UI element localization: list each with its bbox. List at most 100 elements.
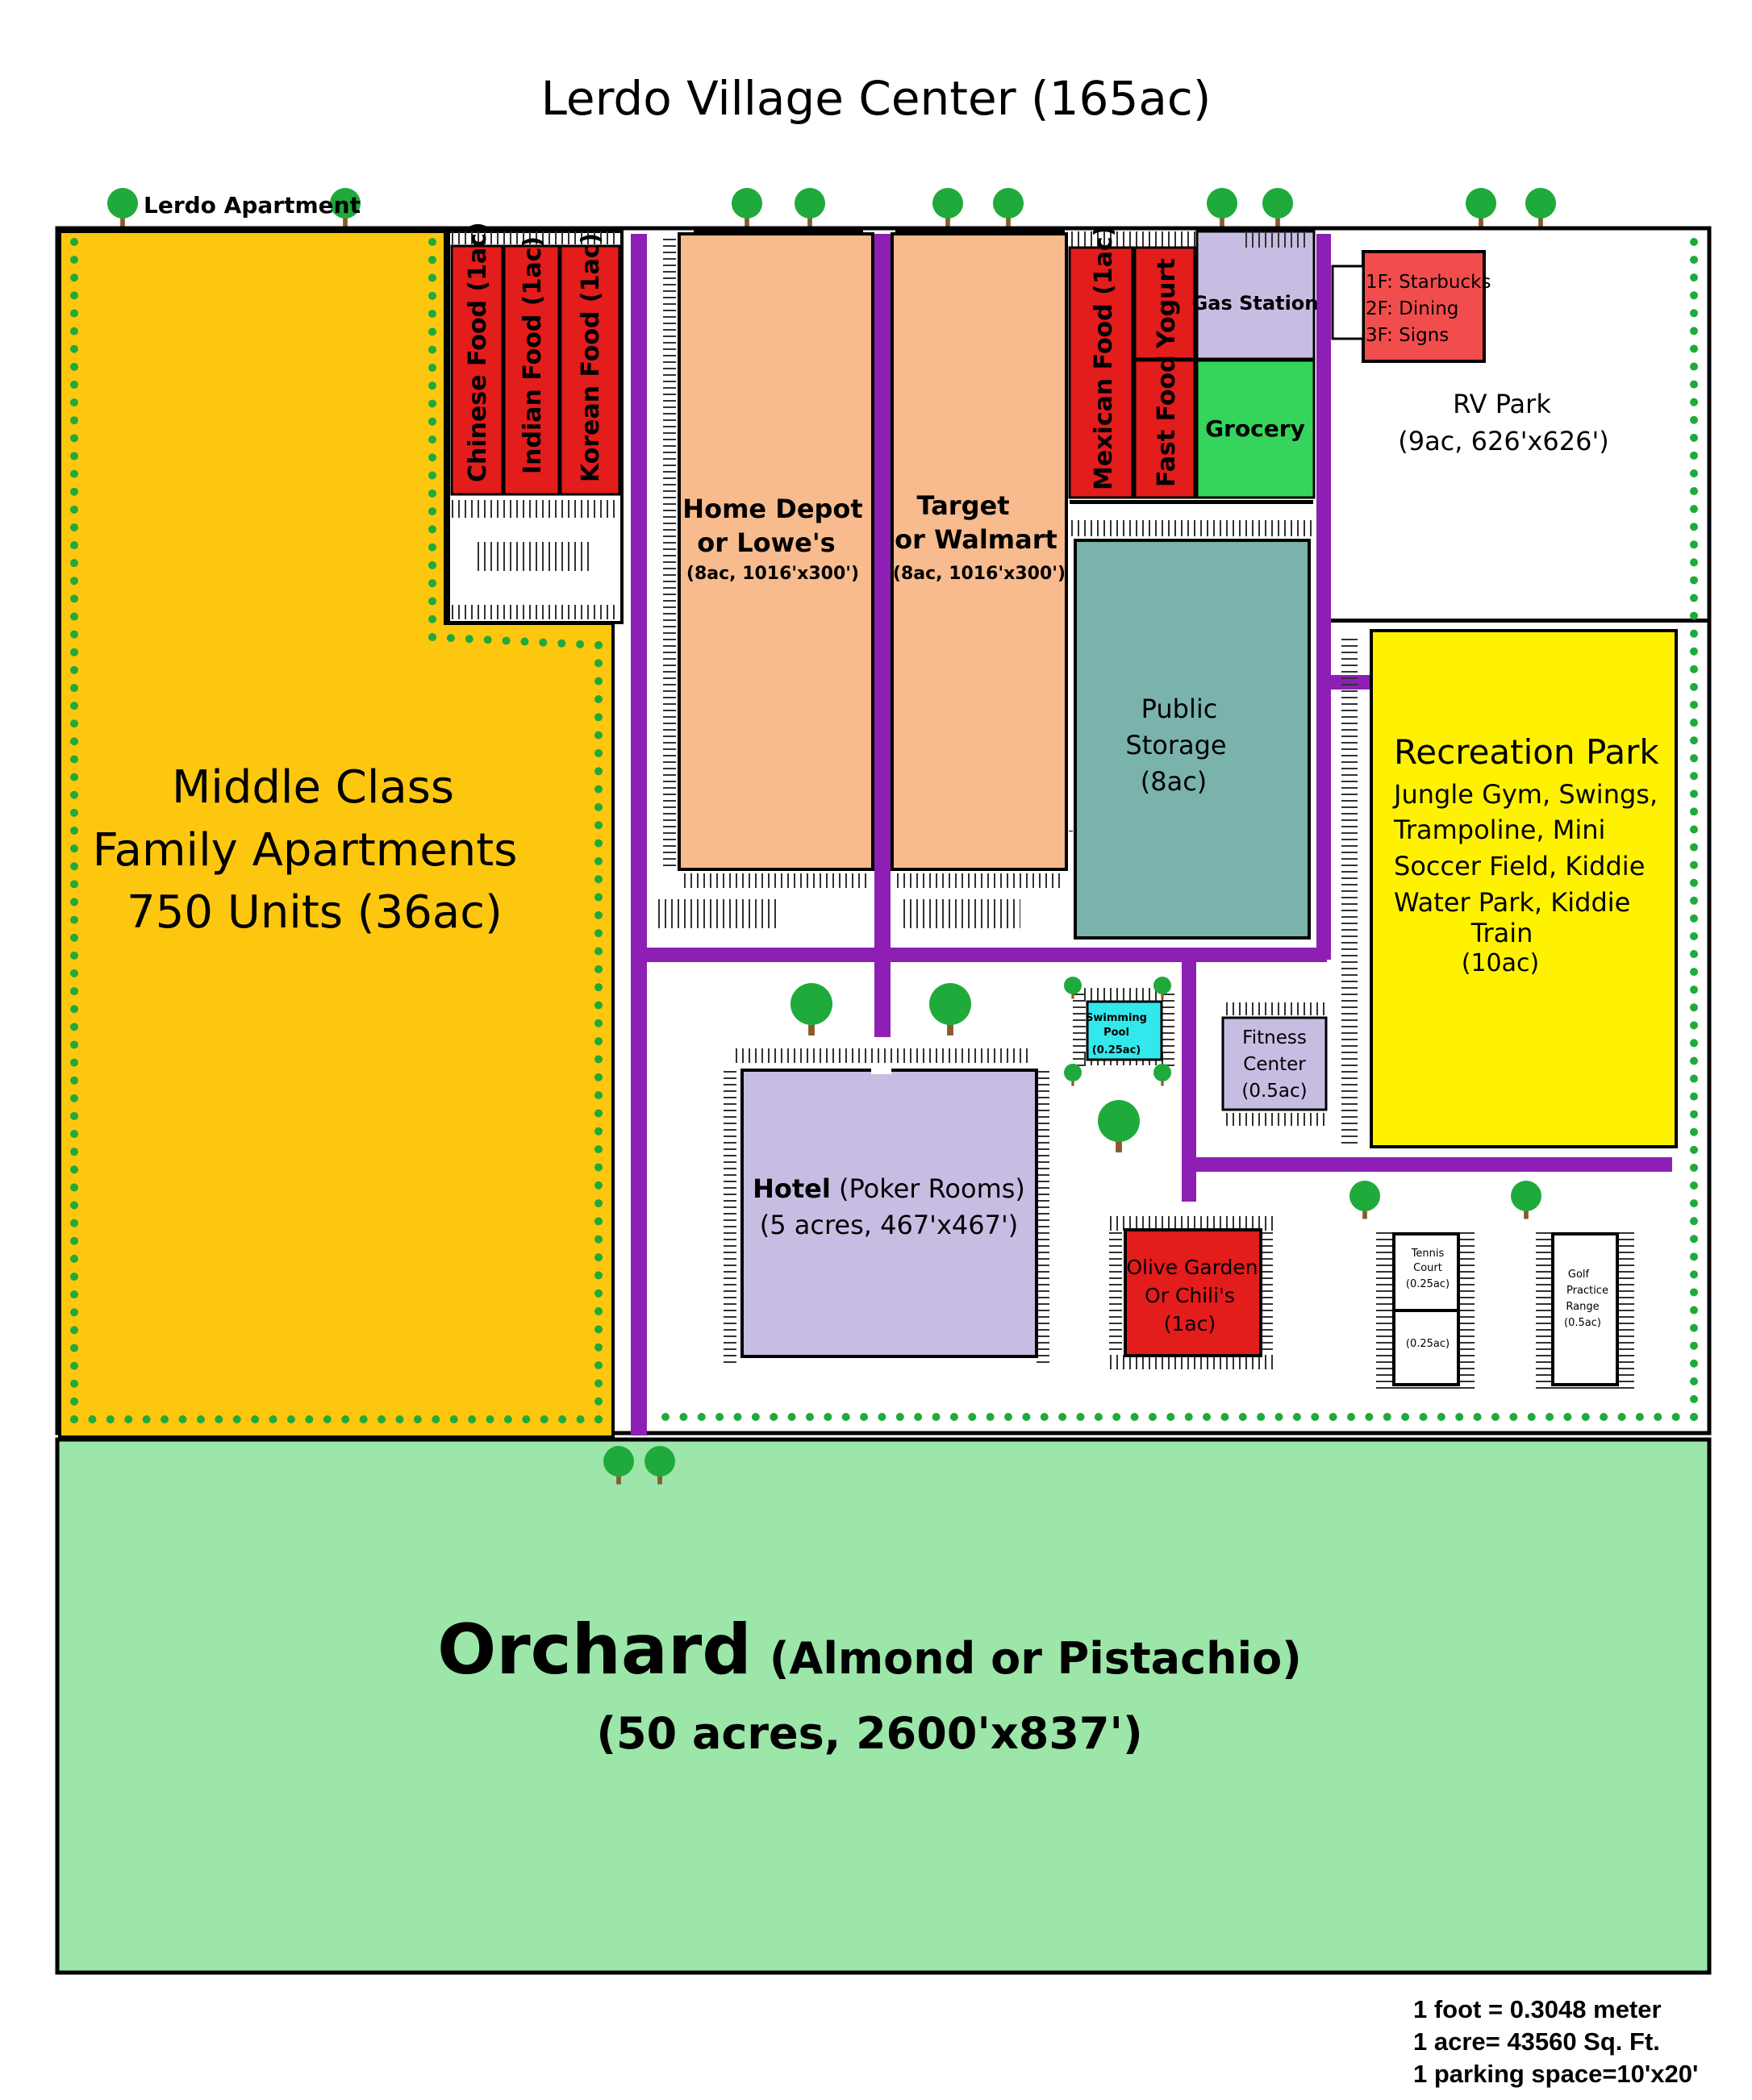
- hedge-dot: [428, 273, 436, 282]
- hedge-dot: [1419, 1413, 1428, 1421]
- olive-garden: [1124, 1228, 1262, 1357]
- pool-line-2: Pool: [1103, 1027, 1129, 1039]
- hedge-dot: [594, 1397, 603, 1406]
- hedge-dot: [1690, 950, 1698, 959]
- hedge-dot: [428, 507, 436, 516]
- hedge-dot: [428, 489, 436, 498]
- storage-line-2: Storage: [1125, 730, 1226, 760]
- hedge-dot: [1690, 647, 1698, 656]
- recreation-line-2: Trampoline, Mini: [1393, 815, 1605, 845]
- hedge-dot: [841, 1413, 850, 1421]
- label-starbucks: 1F: Starbucks 2F: Dining 3F: Signs: [1366, 272, 1491, 346]
- label-tennis-court: Tennis Court (0.25ac) (0.25ac): [1406, 1248, 1450, 1350]
- legend-foot: 1 foot = 0.3048 meter: [1413, 1995, 1662, 2023]
- tennis-line-2: Court: [1413, 1262, 1442, 1274]
- hedge-dot: [70, 273, 78, 282]
- olive-line-3: (1ac): [1164, 1312, 1216, 1335]
- tree-icon: [603, 1446, 634, 1485]
- parking-stalls: [1070, 520, 1312, 536]
- public-storage: [1074, 539, 1311, 940]
- hedge-dot: [1690, 825, 1698, 834]
- hedge-dot: [70, 380, 78, 389]
- parking-stalls: [1105, 1355, 1274, 1369]
- hedge-dot: [70, 398, 78, 407]
- hedge-dot: [178, 1415, 187, 1423]
- tree-icon: [1466, 188, 1496, 227]
- tennis-line-3: (0.25ac): [1406, 1278, 1450, 1290]
- hedge-dot: [196, 1415, 205, 1423]
- hedge-dot: [1690, 1394, 1698, 1403]
- hedge-dot: [594, 641, 603, 649]
- hedge-dot: [70, 523, 78, 531]
- hedge-dot: [932, 1413, 941, 1421]
- hedge-dot: [428, 453, 436, 462]
- hedge-dot: [1690, 505, 1698, 514]
- label-fitness-center: Fitness Center (0.5ac): [1241, 1027, 1307, 1102]
- hedge-dot: [70, 309, 78, 318]
- hedge-dot: [428, 615, 436, 623]
- hedge-dot: [446, 634, 455, 643]
- hedge-dot: [70, 1219, 78, 1227]
- hedge-dot: [1437, 1413, 1445, 1421]
- hedge-dot: [594, 1343, 603, 1352]
- storage-line-3: (8ac): [1141, 766, 1208, 797]
- hedge-dot: [522, 1415, 531, 1423]
- hedge-dot: [1329, 1413, 1337, 1421]
- hedge-dot: [1401, 1413, 1410, 1421]
- hedge-dot: [428, 381, 436, 390]
- hedge-dot: [70, 648, 78, 656]
- tree-icon: [1349, 1181, 1380, 1219]
- hedge-dot: [70, 1005, 78, 1014]
- golf-line-3: Range: [1566, 1301, 1599, 1313]
- hedge-dot: [594, 983, 603, 992]
- starbucks-line-2: 2F: Dining: [1366, 298, 1458, 319]
- hedge-dot: [594, 875, 603, 884]
- hedge-dot: [770, 1413, 778, 1421]
- recreation-line-3: Soccer Field, Kiddie: [1394, 851, 1645, 881]
- hedge-dot: [1166, 1413, 1175, 1421]
- hedge-dot: [1690, 878, 1698, 887]
- hedge-dot: [70, 1183, 78, 1192]
- hedge-dot: [341, 1415, 350, 1423]
- restaurant-mexican: [1068, 246, 1134, 499]
- hedge-dot: [286, 1415, 295, 1423]
- target-line-1: Target: [917, 490, 1010, 521]
- hedge-dot: [1690, 523, 1698, 531]
- hedge-dot: [1311, 1413, 1320, 1421]
- golf-line-2: Practice: [1566, 1285, 1608, 1297]
- hedge-dot: [1690, 415, 1698, 424]
- hedge-dot: [594, 1019, 603, 1027]
- hedge-dot: [70, 1273, 78, 1281]
- hedge-dot: [1112, 1413, 1121, 1421]
- fitness-center: [1221, 1016, 1328, 1111]
- starbucks-line-1: 1F: Starbucks: [1366, 272, 1491, 293]
- parking-stalls: [658, 899, 779, 928]
- hedge-dot: [428, 435, 436, 444]
- swimming-pool: [1086, 1000, 1163, 1061]
- home-depot-line-1: Home Depot: [682, 494, 862, 524]
- hedge-dot: [1690, 754, 1698, 763]
- label-swimming-pool: Swimming Pool (0.25ac): [1086, 1012, 1147, 1056]
- hedge-dot: [70, 1148, 78, 1156]
- hedge-dot: [594, 767, 603, 776]
- hedge-dot: [70, 630, 78, 639]
- hedge-dot: [594, 856, 603, 865]
- hedge-dot: [1491, 1413, 1500, 1421]
- recreation-line-1: Jungle Gym, Swings,: [1392, 779, 1658, 810]
- hedge-dot: [860, 1413, 869, 1421]
- restaurant-chinese: [450, 244, 504, 496]
- hedge-dot: [70, 1236, 78, 1245]
- hedge-dot: [986, 1413, 995, 1421]
- hedge-dot: [1690, 1359, 1698, 1368]
- hedge-dot: [1690, 1110, 1698, 1119]
- parking-stalls: [663, 234, 676, 871]
- hedge-dot: [70, 1254, 78, 1263]
- restaurant-yogurt: [1133, 246, 1196, 360]
- restaurant-fast-food: [1133, 359, 1196, 499]
- parking-stalls: [1222, 1113, 1327, 1126]
- hedge-dot: [428, 471, 436, 480]
- tree-icon: [1525, 188, 1556, 227]
- apartments-line-1: Middle Class: [172, 761, 454, 814]
- hedge-dot: [594, 1037, 603, 1046]
